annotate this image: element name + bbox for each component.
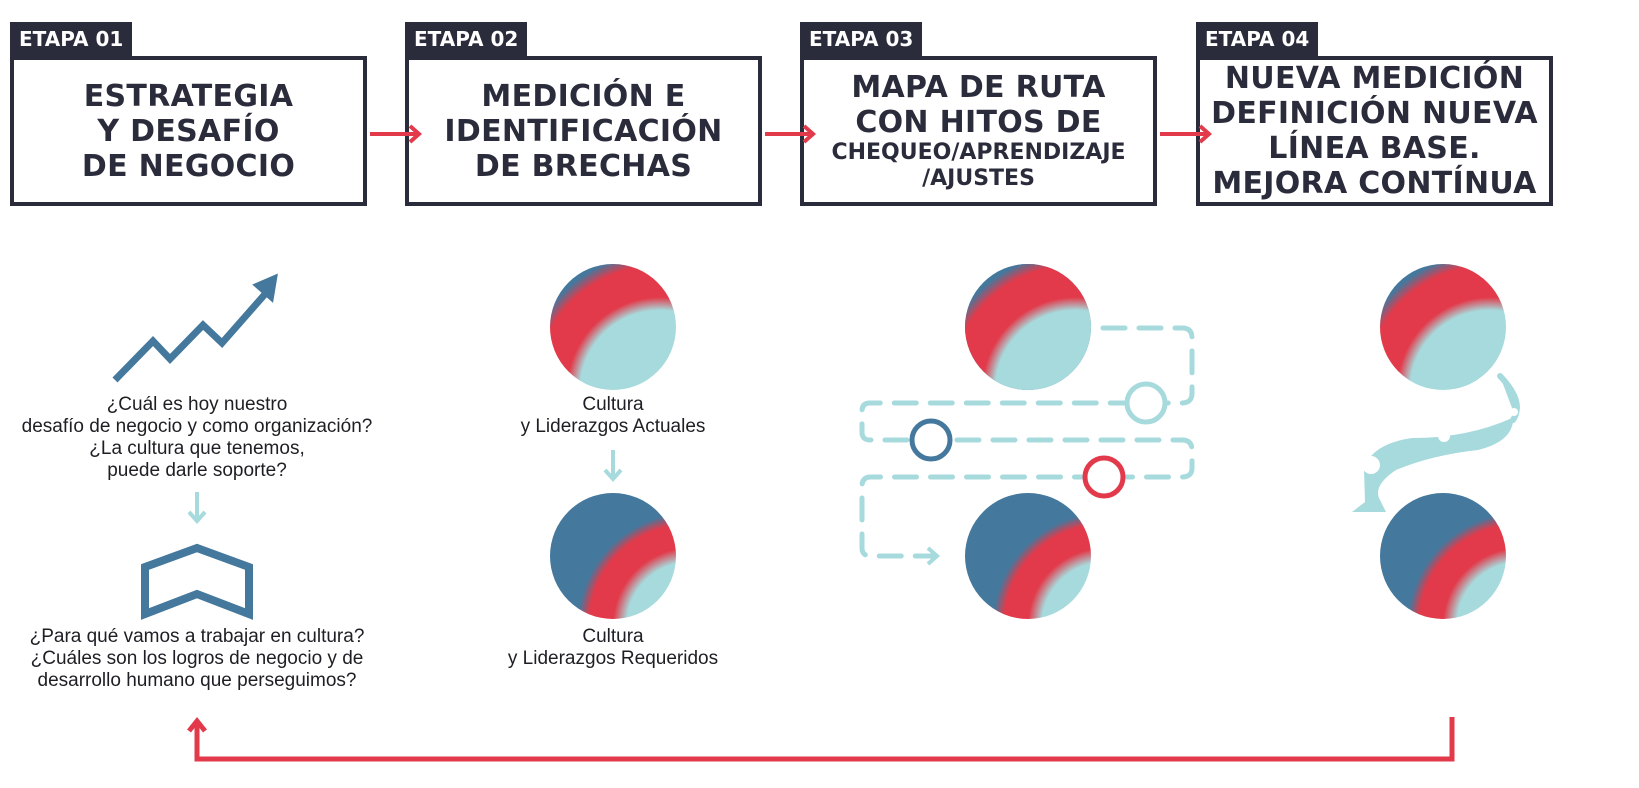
- stage-1-title-line: Y DESAFÍO: [97, 113, 280, 149]
- label-line: Cultura: [582, 626, 644, 647]
- label-line: Cultura: [582, 394, 644, 415]
- milestone-ring-blue: [909, 418, 953, 462]
- business-challenge-question: ¿Cuál es hoy nuestro desafío de negocio …: [22, 394, 373, 482]
- stage-1-title-line: ESTRATEGIA: [83, 78, 294, 114]
- stage-3-title-box: MAPA DE RUTA CON HITOS DE CHEQUEO/APREND…: [800, 56, 1157, 206]
- stage-4-title-line: DEFINICIÓN NUEVA: [1211, 96, 1538, 131]
- required-culture-label: Cultura y Liderazgos Requeridos: [508, 626, 718, 670]
- improvement-swoosh: [1352, 373, 1520, 512]
- stage-1-tag: ETAPA 01: [10, 22, 133, 56]
- current-culture-label: Cultura y Liderazgos Actuales: [521, 394, 706, 438]
- feedback-loop-arrow: [187, 716, 1455, 762]
- stage-3-tag: ETAPA 03: [800, 22, 923, 56]
- stage-3-title-line: CON HITOS DE: [855, 105, 1102, 140]
- stage-2-title-box: MEDICIÓN E IDENTIFICACIÓN DE BRECHAS: [405, 56, 762, 206]
- question-line: ¿Para qué vamos a trabajar en cultura?: [29, 626, 365, 647]
- stage-arrow-1-2: [370, 124, 423, 144]
- new-baseline-sphere: [1380, 493, 1506, 619]
- culture-purpose-question: ¿Para qué vamos a trabajar en cultura? ¿…: [30, 626, 365, 692]
- required-culture-sphere: [550, 493, 676, 619]
- stage-1-title-line: DE NEGOCIO: [81, 148, 296, 184]
- question-line: ¿La cultura que tenemos,: [89, 438, 305, 459]
- stage-4-title-line: MEJORA CONTÍNUA: [1212, 166, 1537, 201]
- question-line: ¿Cuáles son los logros de negocio y de: [30, 648, 364, 669]
- stage-3-subtitle-line: CHEQUEO/APRENDIZAJE: [831, 140, 1126, 165]
- roadmap-end-sphere-shape: [965, 493, 1091, 619]
- down-arrow-icon: [603, 450, 623, 483]
- stage-2-title-line: DE BRECHAS: [474, 148, 693, 184]
- roadmap-dashed-path: [859, 325, 1195, 559]
- roadmap-arrowhead-icon: [926, 546, 941, 566]
- stage-4-title-line: NUEVA MEDICIÓN: [1224, 61, 1525, 96]
- stage-4-title-box: NUEVA MEDICIÓN DEFINICIÓN NUEVA LÍNEA BA…: [1196, 56, 1553, 206]
- roadmap-start-sphere-shape: [965, 264, 1091, 390]
- question-line: desafío de negocio y como organización?: [21, 416, 373, 437]
- stage-1-title-box: ESTRATEGIA Y DESAFÍO DE NEGOCIO: [10, 56, 367, 206]
- trend-up-arrow-icon: [112, 273, 278, 383]
- question-line: desarrollo humano que perseguimos?: [37, 670, 357, 691]
- label-line: y Liderazgos Actuales: [520, 416, 706, 437]
- stage-2-tag: ETAPA 02: [405, 22, 528, 56]
- question-line: ¿Cuál es hoy nuestro: [106, 394, 288, 415]
- milestone-ring-teal: [1124, 381, 1168, 425]
- stage-2-title-line: IDENTIFICACIÓN: [444, 113, 723, 149]
- stage-4-title-line: LÍNEA BASE.: [1268, 131, 1481, 166]
- question-line: puede darle soporte?: [107, 460, 287, 481]
- milestone-ring-red: [1082, 455, 1126, 499]
- stage-3-subtitle-line: /AJUSTES: [922, 166, 1035, 191]
- stage-arrow-2-3: [765, 124, 817, 144]
- stage-4-tag: ETAPA 04: [1196, 22, 1319, 56]
- down-arrow-icon: [187, 492, 207, 525]
- stage-3-title-line: MAPA DE RUTA: [851, 70, 1106, 105]
- new-measurement-sphere: [1380, 264, 1506, 390]
- stage-arrow-3-4: [1160, 124, 1213, 144]
- stage-2-title-line: MEDICIÓN E: [481, 78, 686, 114]
- current-culture-sphere: [550, 264, 676, 390]
- chevron-up-icon: [141, 543, 253, 620]
- label-line: y Liderazgos Requeridos: [507, 648, 719, 669]
